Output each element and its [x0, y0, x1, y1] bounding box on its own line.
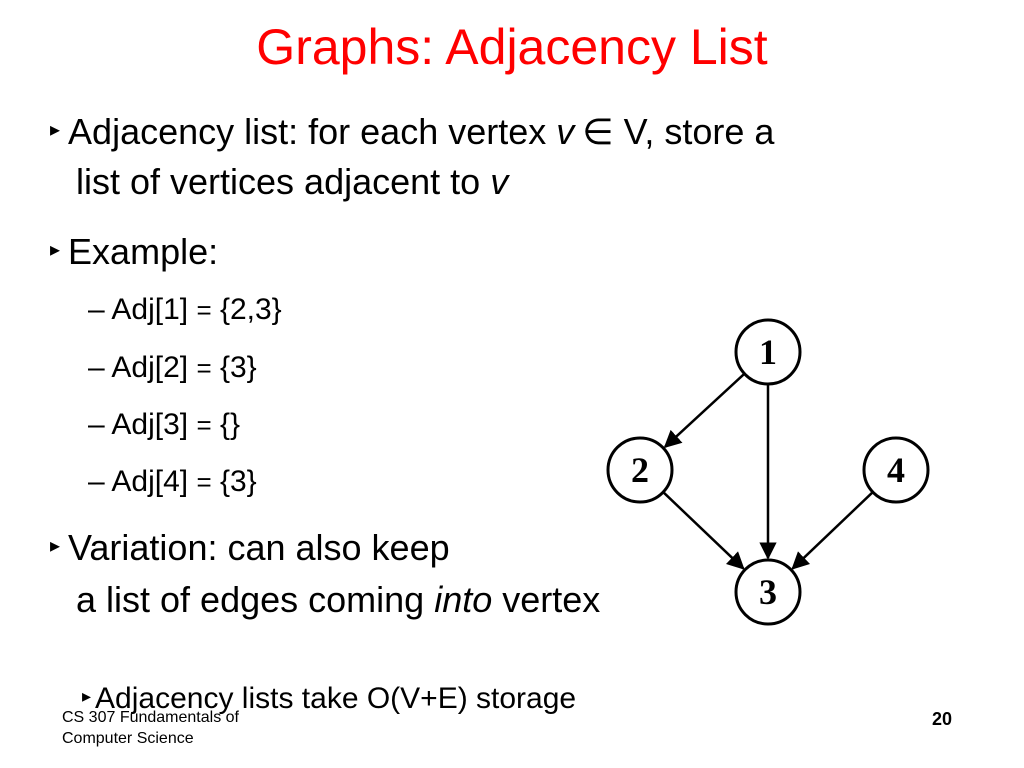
- bullet-storage: ▸Adjacency lists take O(V+E) storage: [82, 676, 576, 719]
- edge-2-to-3: [662, 491, 745, 570]
- bullet-storage-text: Adjacency lists take O(V+E) storage: [95, 682, 577, 715]
- variation-text-a: a list of edges coming: [76, 579, 435, 620]
- bullet-example-label: Example:: [68, 231, 219, 272]
- graph-node-label-3: 3: [759, 572, 777, 612]
- graph-node-label-1: 1: [759, 332, 777, 372]
- adj-left: Adj[3]: [111, 408, 197, 441]
- equals-sign: =: [196, 295, 212, 325]
- bullet-text-part2: V, store a: [613, 111, 775, 152]
- edge-4-to-3: [791, 491, 874, 570]
- bullet-example: ▸ Example:: [50, 226, 218, 276]
- equals-sign: =: [196, 467, 212, 497]
- footer-course-line2: Computer Science: [62, 730, 194, 747]
- element-of-symbol: ∈: [582, 111, 614, 152]
- bullet-text-part1: Adjacency list: for each vertex: [68, 111, 557, 152]
- variation-italic-into: into: [434, 579, 493, 620]
- adj-left: Adj[2]: [111, 351, 197, 384]
- slide-title: Graphs: Adjacency List: [256, 19, 768, 75]
- bullet-variation-line1: Variation: can also keep: [68, 527, 450, 568]
- bullet-text-line2: list of vertices adjacent to: [76, 161, 491, 202]
- adj-left: Adj[4]: [111, 465, 197, 498]
- page-number: 20: [932, 709, 953, 729]
- adj-entry-1: – Adj[1] = {2,3}: [88, 290, 282, 330]
- adj-entry-2: – Adj[2] = {3}: [88, 348, 257, 388]
- adj-right: {3}: [211, 351, 257, 384]
- graph-node-label-4: 4: [887, 450, 905, 490]
- adj-right: {3}: [211, 465, 257, 498]
- dash: –: [88, 351, 105, 384]
- adj-right: {2,3}: [211, 293, 282, 326]
- graph-node-1: [734, 318, 802, 386]
- dash: –: [88, 408, 105, 441]
- vertex-variable: v: [556, 111, 575, 152]
- graph-node-3: [734, 558, 802, 626]
- equals-sign: =: [196, 353, 212, 383]
- dash: –: [88, 293, 105, 326]
- dash: –: [88, 465, 105, 498]
- footer-course-line1: CS 307 Fundamentals of: [62, 709, 239, 726]
- graph-node-2: [606, 436, 674, 504]
- adj-left: Adj[1]: [111, 293, 197, 326]
- triangle-bullet-icon: ▸: [50, 535, 61, 557]
- adj-entry-3: – Adj[3] = {}: [88, 405, 240, 445]
- edge-1-to-2: [663, 372, 746, 449]
- bullet-adjacency-definition: ▸ Adjacency list: for each vertex v∈ V, s…: [50, 106, 774, 156]
- adj-right: {}: [211, 408, 240, 441]
- vertex-variable-2: v: [490, 161, 509, 202]
- bullet-adjacency-definition-line2: list of vertices adjacent to v: [76, 158, 508, 206]
- triangle-bullet-icon: ▸: [50, 119, 61, 141]
- triangle-bullet-icon: ▸: [82, 686, 92, 706]
- triangle-bullet-icon: ▸: [50, 239, 61, 261]
- adj-entry-4: – Adj[4] = {3}: [88, 462, 257, 502]
- graph-node-4: [862, 436, 930, 504]
- footer-course: CS 307 Fundamentals of Computer Science: [62, 707, 239, 749]
- bullet-variation-line2: a list of edges coming into vertex: [76, 576, 600, 624]
- variation-text-b: vertex: [492, 579, 601, 620]
- bullet-variation: ▸ Variation: can also keep: [50, 522, 450, 572]
- graph-node-label-2: 2: [631, 450, 649, 490]
- equals-sign: =: [196, 410, 212, 440]
